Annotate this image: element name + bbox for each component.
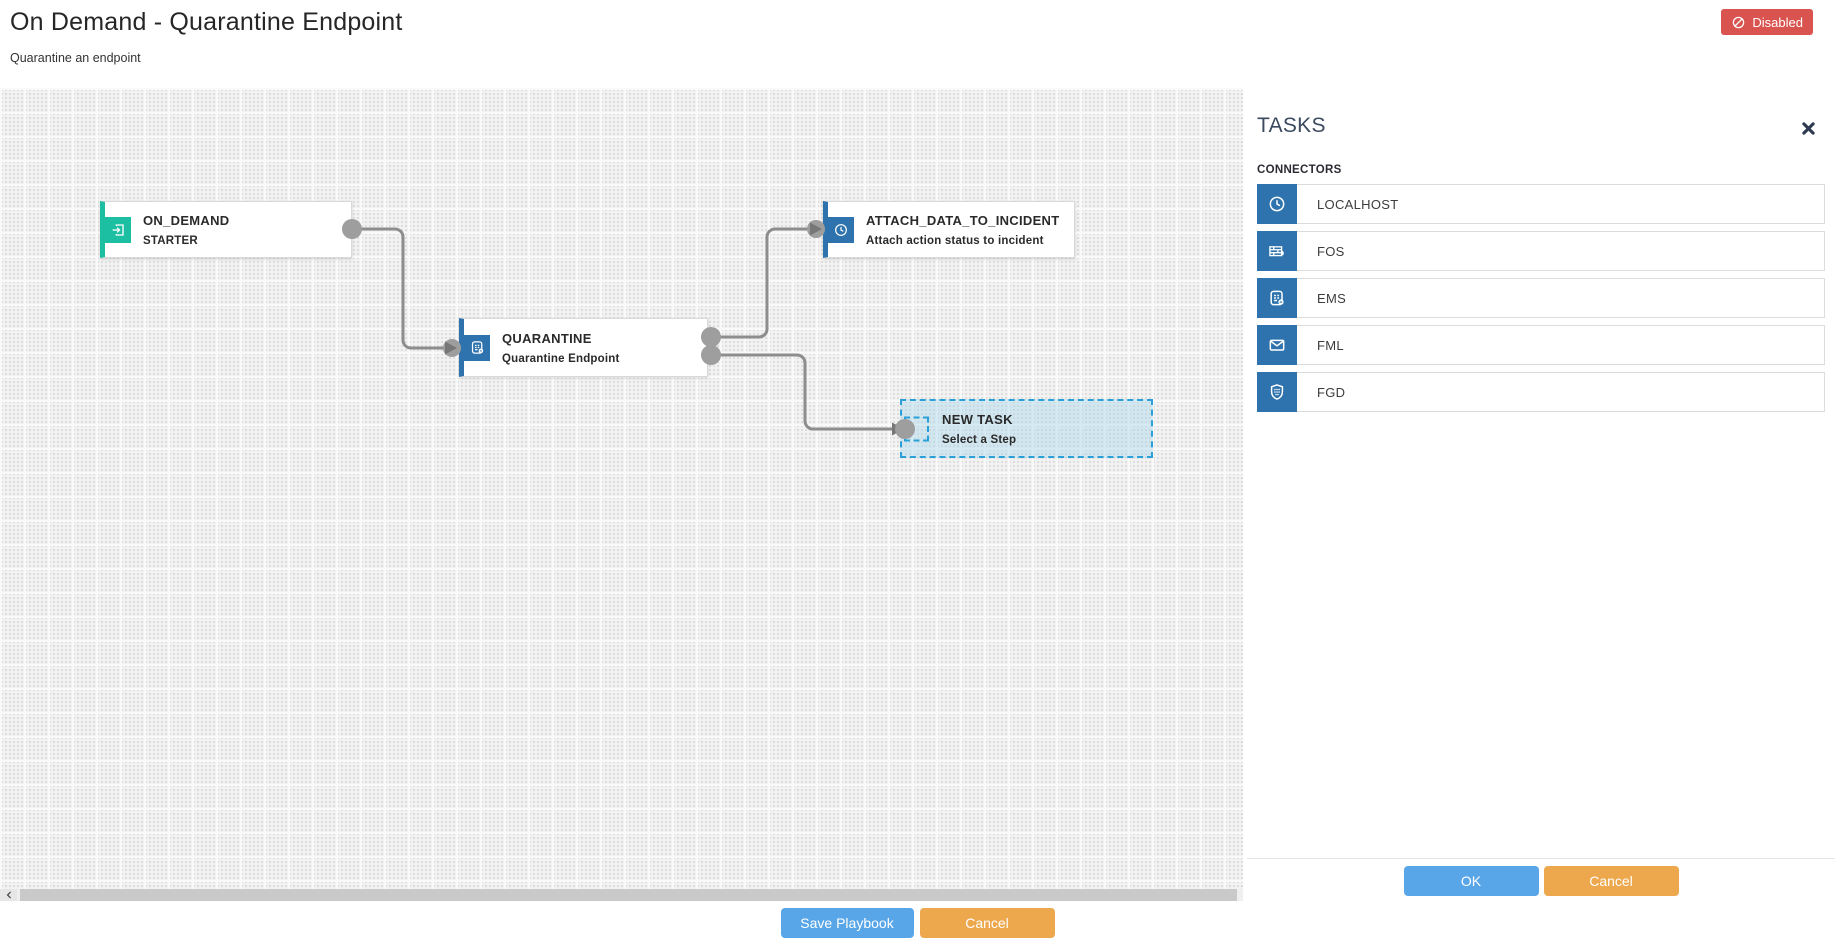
connector-row-localhost[interactable]: LOCALHOST	[1257, 184, 1825, 224]
cancel-button[interactable]: Cancel	[919, 908, 1055, 938]
node-subtitle: Select a Step	[942, 433, 1017, 446]
node-new-task[interactable]: NEW TASK Select a Step	[900, 399, 1153, 458]
bottom-action-bar: Save Playbook Cancel	[0, 905, 1835, 941]
panel-cancel-button[interactable]: Cancel	[1543, 866, 1679, 896]
connector-label: LOCALHOST	[1317, 196, 1399, 212]
shield-grid-icon	[1257, 372, 1297, 412]
node-subtitle: Quarantine Endpoint	[502, 352, 620, 365]
canvas-horizontal-scrollbar[interactable]	[0, 889, 1243, 901]
connector-row-ems[interactable]: EMS	[1257, 278, 1825, 318]
save-playbook-button[interactable]: Save Playbook	[780, 908, 914, 938]
node-title: NEW TASK	[942, 411, 1013, 427]
shield-doc-icon	[464, 334, 490, 361]
tasks-panel: TASKS CONNECTORS LOCALHOST	[1247, 88, 1835, 905]
chevron-left-icon	[6, 891, 11, 899]
clock-icon	[1257, 184, 1297, 224]
status-badge-label: Disabled	[1752, 14, 1803, 30]
scrollbar-thumb[interactable]	[20, 889, 1237, 901]
tasks-panel-title: TASKS	[1257, 114, 1326, 137]
node-attach-data-to-incident[interactable]: ATTACH_DATA_TO_INCIDENT Attach action st…	[823, 201, 1075, 258]
page-title: On Demand - Quarantine Endpoint	[10, 8, 403, 36]
panel-spacer	[1257, 419, 1825, 858]
connector-row-fos[interactable]: FOS	[1257, 231, 1825, 271]
clock-icon	[828, 216, 854, 243]
node-subtitle: Attach action status to incident	[866, 234, 1044, 247]
arrowhead-icon	[810, 222, 822, 236]
status-badge[interactable]: Disabled	[1721, 9, 1813, 35]
ban-icon	[1733, 16, 1745, 28]
node-title: QUARANTINE	[502, 330, 592, 346]
edge-on-demand-to-quarantine	[352, 227, 446, 350]
close-icon[interactable]	[1800, 120, 1817, 142]
connector-label: FGD	[1317, 384, 1346, 400]
connector-label: FOS	[1317, 243, 1345, 259]
connector-row-fgd[interactable]: FGD	[1257, 372, 1825, 412]
ok-button[interactable]: OK	[1403, 866, 1539, 896]
mail-icon	[1257, 325, 1297, 365]
scroll-left-button[interactable]	[0, 889, 17, 901]
connector-label: EMS	[1317, 290, 1347, 306]
node-subtitle: STARTER	[143, 234, 198, 247]
firewall-icon	[1257, 231, 1297, 271]
node-on-demand[interactable]: ON_DEMAND STARTER	[100, 201, 352, 258]
connector-list: LOCALHOST FOS	[1257, 184, 1825, 419]
panel-footer: OK Cancel	[1247, 858, 1835, 905]
connector-row-fml[interactable]: FML	[1257, 325, 1825, 365]
node-title: ON_DEMAND	[143, 212, 230, 228]
playbook-canvas[interactable]: ON_DEMAND STARTER QUARANTINE Quarantine …	[0, 88, 1243, 901]
connectors-section-label: CONNECTORS	[1257, 164, 1342, 176]
shield-doc-icon	[1257, 278, 1297, 318]
edge-quarantine-to-attach	[711, 227, 810, 339]
node-quarantine[interactable]: QUARANTINE Quarantine Endpoint	[459, 318, 708, 377]
edge-quarantine-to-new-task	[711, 353, 893, 431]
arrowhead-icon	[445, 341, 457, 355]
page-subtitle: Quarantine an endpoint	[10, 51, 141, 65]
header: On Demand - Quarantine Endpoint Quaranti…	[0, 0, 1835, 88]
placeholder-square	[904, 416, 929, 441]
node-title: ATTACH_DATA_TO_INCIDENT	[866, 212, 1060, 228]
connector-label: FML	[1317, 337, 1344, 353]
sign-in-icon	[105, 216, 131, 243]
